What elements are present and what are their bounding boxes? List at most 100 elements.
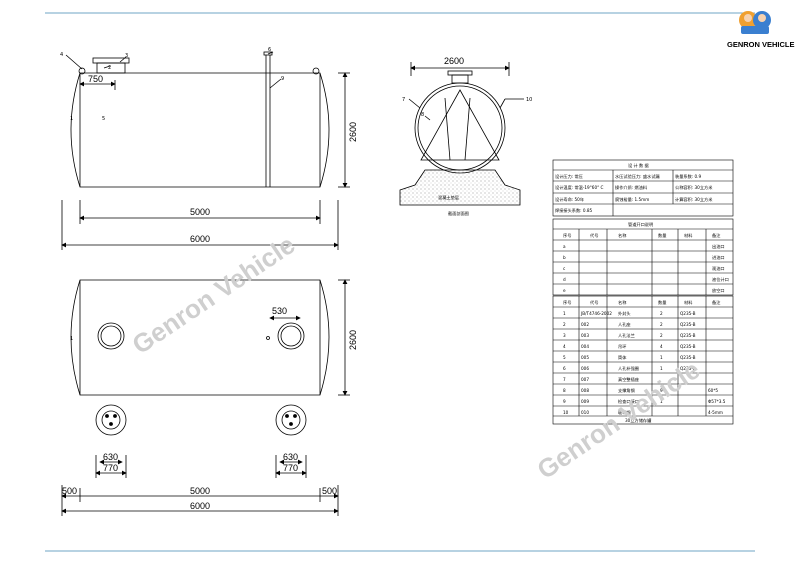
parts-cell: 吊环 [618,344,626,350]
dim-2600-bottom: 2600 [348,330,358,350]
parts-header: 备注 [712,299,721,306]
parts-cell: Q235-B [680,322,696,327]
nozzle-header: 代号 [590,232,598,239]
parts-table-footer: 30立方储存罐 [625,417,652,424]
parts-cell: Q235-B [680,311,696,316]
parts-header: 代号 [590,299,598,306]
dim-6000-bottom: 6000 [190,501,210,511]
parts-cell: 2 [660,311,663,316]
nozzle-cell: 放空口 [712,287,725,294]
parts-cell: 9 [563,399,566,404]
dim-630-right: 630 [283,452,298,462]
section-view [399,62,524,206]
parts-cell: 人孔法兰 [618,332,635,339]
parts-cell: 60*5 [708,388,718,393]
parts-cell: 1 [563,311,566,316]
parts-cell: 1 [660,355,663,360]
parts-cell: 007 [581,377,589,382]
nozzle-cell: 出油口 [712,243,725,250]
parts-cell: 8 [563,388,566,393]
dim-6000-side: 6000 [190,234,210,244]
parts-cell: 筒体 [618,354,627,361]
parts-header: 名称 [618,299,626,306]
design-cell: 焊接接头系数: 0.85 [555,207,593,214]
callout-5: 5 [102,116,105,122]
callout-9: 9 [281,76,284,82]
dim-770-right: 770 [283,463,298,473]
parts-cell: 9 [660,388,663,393]
design-cell: 设计压力: 常压 [555,173,583,180]
dim-5000-bottom: 5000 [190,486,210,496]
watermark-2: Genron Vehicle [532,354,706,485]
dim-750: 750 [88,74,103,84]
callout-3: 3 [125,53,128,59]
parts-cell: 005 [581,355,589,360]
nozzle-cell: 观油口 [712,265,725,272]
parts-cell: 7 [563,377,566,382]
parts-cell: Q235-B [680,344,696,349]
dim-5000-side: 5000 [190,207,210,217]
design-table-title: 设 计 数 据 [628,162,649,169]
design-cell: 设计温度: 常温-19°60° C [555,184,604,191]
nozzle-cell: a [563,244,566,249]
parts-header: 材料 [684,299,693,306]
parts-cell: 4 [563,344,566,349]
parts-cell: 检查口接口 [618,398,639,405]
design-cell: 计算容积: 30立方米 [675,196,713,203]
brand-logo [739,11,771,34]
dim-630-left: 630 [103,452,118,462]
parts-cell: 010 [581,410,589,415]
parts-cell: 5 [563,355,566,360]
dim-500-left: 500 [62,486,77,496]
design-cell: 装量系数: 0.9 [675,173,701,180]
callout-7: 7 [402,97,405,103]
parts-cell: Q235-B [680,333,696,338]
parts-cell: 008 [581,388,589,393]
nozzle-cell: b [563,255,566,260]
dim-500-right: 500 [322,486,337,496]
parts-cell: 4-5mm [708,410,723,415]
dim-770-left: 770 [103,463,118,473]
watermark-1: Genron Vehicle [127,229,301,360]
callout-1: 1 [70,116,73,122]
callout-8: 8 [421,112,424,118]
parts-cell: 004 [581,344,589,349]
parts-cell: 人孔补强圈 [618,365,639,372]
section-caption: 截面剖面图 [448,210,469,217]
nozzle-cell: e [563,288,566,293]
parts-cell: JB/T4746-2002 [580,311,612,316]
nozzle-cell: c [563,266,566,271]
design-data-table [552,159,734,217]
design-cell: 水压试验压力: 盛水试漏 [615,173,660,180]
parts-cell: 支撑角钢 [618,387,635,394]
nozzle-header: 序号 [563,232,571,239]
parts-cell: 6 [563,366,566,371]
bottom-view [61,279,350,516]
parts-cell: 10 [563,410,569,415]
parts-cell: 2 [660,322,663,327]
parts-cell: 真空整插座 [618,376,639,383]
dim-2600-side: 2600 [348,122,358,142]
parts-cell: 外封头 [618,310,631,317]
parts-cell: 006 [581,366,589,371]
parts-cell: 009 [581,399,589,404]
parts-header: 数量 [658,299,666,306]
parts-cell: Φ57*3.5 [708,399,726,404]
side-view [61,51,350,250]
callout-1-bottom: 1 [70,336,73,342]
nozzle-header: 材料 [684,232,693,239]
nozzle-cell: 液位计口 [712,276,729,283]
parts-cell: 3 [563,333,566,338]
parts-table [552,295,734,425]
parts-cell: 003 [581,333,589,338]
design-cell: 设计寿命: 50年 [555,196,584,203]
parts-cell: 人孔座 [618,321,631,328]
design-cell: 公称容积: 30立方米 [675,184,713,191]
dim-530: 530 [272,306,287,316]
parts-header: 序号 [563,299,571,306]
nozzle-table [552,218,734,296]
callout-2: 2 [108,65,111,71]
nozzle-header: 数量 [658,232,666,239]
callout-10: 10 [526,97,532,103]
